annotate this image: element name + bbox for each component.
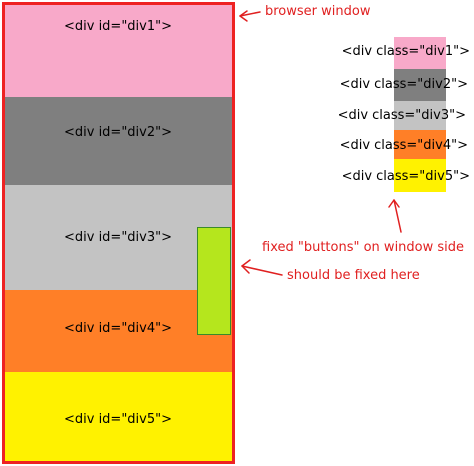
div4-label: <div id="div4"> [63, 321, 173, 336]
div5-label: <div id="div5"> [63, 412, 173, 427]
browser-window-arrow-head [239, 10, 248, 22]
fixed-here-arrow [241, 265, 283, 276]
side-button-div1-label: <div class="div1"> [341, 44, 470, 59]
side-button-div4 [394, 130, 446, 162]
browser-window-annotation: browser window [265, 4, 371, 19]
side-button-div5 [394, 159, 446, 192]
side-button-div5-label: <div class="div5"> [341, 169, 470, 184]
should-be-fixed-annotation: should be fixed here [287, 268, 420, 283]
div1-block: <div id="div1"> [3, 3, 233, 97]
fixed-buttons-annotation: fixed "buttons" on window side [262, 240, 465, 255]
browser-window-arrow [239, 11, 261, 17]
fixed-buttons-placeholder [197, 227, 231, 335]
side-button-div2 [394, 69, 446, 101]
side-button-div2-label: <div class="div2"> [339, 77, 468, 92]
div2-label: <div id="div2"> [63, 125, 173, 140]
side-buttons-arrow-head [388, 199, 400, 208]
div4-block: <div id="div4"> [3, 290, 233, 372]
div3-label: <div id="div3"> [63, 230, 173, 245]
side-buttons-arrow [393, 199, 402, 233]
div2-block: <div id="div2"> [3, 97, 233, 185]
side-button-div3 [394, 101, 446, 133]
side-button-div1 [394, 37, 446, 69]
div3-block: <div id="div3"> [3, 185, 233, 290]
div1-label: <div id="div1"> [63, 19, 173, 34]
side-button-div4-label: <div class="div4"> [339, 138, 468, 153]
div5-block: <div id="div5"> [3, 372, 233, 463]
side-button-div3-label: <div class="div3"> [337, 108, 466, 123]
fixed-here-arrow-head [241, 259, 251, 274]
